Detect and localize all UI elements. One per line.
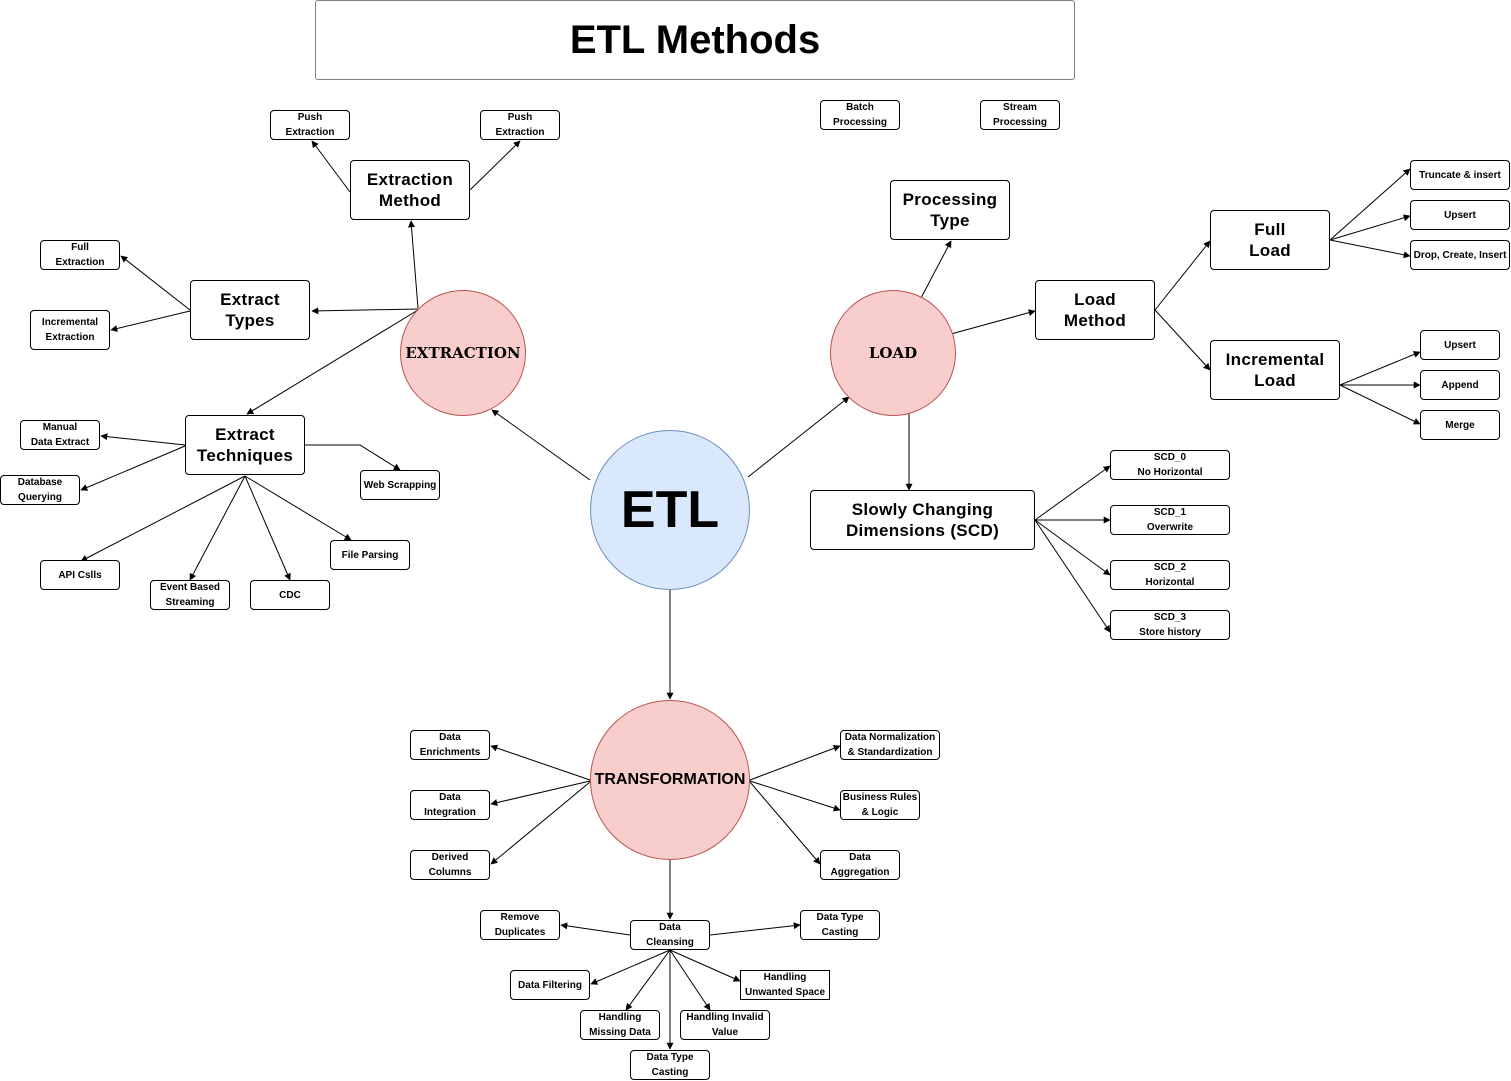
scd-1-node[interactable]: SCD_1 Overwrite xyxy=(1110,505,1230,535)
edge-webscrap xyxy=(305,444,401,471)
batch-processing-node[interactable]: Batch Processing xyxy=(820,100,900,130)
data-normalization-node[interactable]: Data Normalization & Standardization xyxy=(840,730,940,760)
handling-invalid-value-node[interactable]: Handling Invalid Value xyxy=(680,1010,770,1040)
upsert-full-node[interactable]: Upsert xyxy=(1410,200,1510,230)
edge-api xyxy=(80,475,246,562)
edge-extraction-techniques xyxy=(246,309,419,415)
edge-cdc xyxy=(244,475,291,581)
scd-0-node[interactable]: SCD_0 No Horizontal xyxy=(1110,450,1230,480)
edge-truncate xyxy=(1329,168,1411,241)
drop-create-insert-node[interactable]: Drop, Create, Insert xyxy=(1410,240,1510,270)
full-extraction-node[interactable]: Full Extraction xyxy=(40,240,120,270)
transformation-hub-label: TRANSFORMATION xyxy=(594,771,746,788)
handling-unwanted-space-node[interactable]: Handling Unwanted Space xyxy=(740,970,830,1000)
event-based-streaming-node[interactable]: Event Based Streaming xyxy=(150,580,230,610)
extraction-hub-label: EXTRACTION xyxy=(405,344,521,362)
edge-manual xyxy=(100,433,186,446)
merge-node[interactable]: Merge xyxy=(1420,410,1500,440)
handling-missing-data-node[interactable]: Handling Missing Data xyxy=(580,1010,660,1040)
edge-missing xyxy=(625,949,671,1011)
edge-merge xyxy=(1339,384,1421,425)
edge-enrich xyxy=(490,744,591,781)
data-aggregation-node[interactable]: Data Aggregation xyxy=(820,850,900,880)
edge-derived xyxy=(490,781,591,865)
edge-scd0 xyxy=(1034,465,1111,521)
api-calls-node[interactable]: API Cslls xyxy=(40,560,120,590)
edge-incremental-extraction xyxy=(110,310,191,332)
manual-data-extract-node[interactable]: Manual Data Extract xyxy=(20,420,100,450)
edge-upsert-full xyxy=(1329,214,1411,241)
edge-push-1 xyxy=(311,140,351,193)
extraction-method-node[interactable]: Extraction Method xyxy=(350,160,470,220)
edge-business xyxy=(749,780,841,812)
edge-etl-extraction xyxy=(491,409,591,481)
edge-extraction-types xyxy=(311,307,419,315)
append-node[interactable]: Append xyxy=(1420,370,1500,400)
etl-center-node[interactable]: ETL xyxy=(590,430,750,590)
data-integration-node[interactable]: Data Integration xyxy=(410,790,490,820)
data-cleansing-node[interactable]: Data Cleansing xyxy=(630,920,710,950)
edge-full-load xyxy=(1154,240,1211,311)
push-extraction-right-node[interactable]: Push Extraction xyxy=(480,110,560,140)
edge-extraction-method xyxy=(408,220,419,309)
page-title: ETL Methods xyxy=(315,0,1075,80)
cdc-node[interactable]: CDC xyxy=(250,580,330,610)
edge-integ xyxy=(490,780,591,806)
load-method-node[interactable]: Load Method xyxy=(1035,280,1155,340)
edge-processing-type xyxy=(920,240,952,299)
edge-dbquery xyxy=(80,445,186,491)
extract-techniques-node[interactable]: Extract Techniques xyxy=(185,415,305,475)
data-enrichments-node[interactable]: Data Enrichments xyxy=(410,730,490,760)
derived-columns-node[interactable]: Derived Columns xyxy=(410,850,490,880)
edge-scd3 xyxy=(1034,519,1111,633)
stream-processing-node[interactable]: Stream Processing xyxy=(980,100,1060,130)
processing-type-node[interactable]: Processing Type xyxy=(890,180,1010,240)
edge-unwanted xyxy=(669,949,741,982)
upsert-incremental-node[interactable]: Upsert xyxy=(1420,330,1500,360)
etl-center-label: ETL xyxy=(620,481,720,539)
database-querying-node[interactable]: Database Querying xyxy=(0,475,80,505)
edge-eventstream xyxy=(189,475,246,581)
extraction-hub-node[interactable]: EXTRACTION xyxy=(400,290,526,416)
edge-incremental-load xyxy=(1154,309,1211,371)
edge-remove-dup xyxy=(560,922,631,936)
truncate-insert-node[interactable]: Truncate & insert xyxy=(1410,160,1510,190)
web-scrapping-node[interactable]: Web Scrapping xyxy=(360,470,440,500)
full-load-node[interactable]: Full Load xyxy=(1210,210,1330,270)
edge-upsert-inc xyxy=(1339,351,1421,386)
file-parsing-node[interactable]: File Parsing xyxy=(330,540,410,570)
data-type-casting-bottom-node[interactable]: Data Type Casting xyxy=(630,1050,710,1080)
edge-aggregation xyxy=(749,781,821,865)
edge-filtering xyxy=(590,949,671,985)
edge-normal xyxy=(749,744,841,781)
extract-types-node[interactable]: Extract Types xyxy=(190,280,310,340)
load-hub-label: LOAD xyxy=(868,344,918,362)
push-extraction-left-node[interactable]: Push Extraction xyxy=(270,110,350,140)
edge-fileparsing xyxy=(244,475,352,541)
edge-invalid xyxy=(669,949,711,1011)
edge-scd2 xyxy=(1034,519,1111,576)
business-rules-node[interactable]: Business Rules & Logic xyxy=(840,790,920,820)
scd-3-node[interactable]: SCD_3 Store history xyxy=(1110,610,1230,640)
edge-etl-load xyxy=(747,396,850,478)
data-filtering-node[interactable]: Data Filtering xyxy=(510,970,590,1000)
data-type-casting-right-node[interactable]: Data Type Casting xyxy=(800,910,880,940)
scd-2-node[interactable]: SCD_2 Horizontal xyxy=(1110,560,1230,590)
edge-push-2 xyxy=(469,140,521,191)
edge-casting-right xyxy=(709,922,801,936)
incremental-load-node[interactable]: Incremental Load xyxy=(1210,340,1340,400)
edge-full-extraction xyxy=(120,255,191,311)
edge-drop xyxy=(1329,239,1411,259)
edge-load-method xyxy=(950,309,1036,335)
load-hub-node[interactable]: LOAD xyxy=(830,290,956,416)
transformation-hub-node[interactable]: TRANSFORMATION xyxy=(590,700,750,860)
remove-duplicates-node[interactable]: Remove Duplicates xyxy=(480,910,560,940)
incremental-extraction-node[interactable]: Incremental Extraction xyxy=(30,310,110,350)
scd-node[interactable]: Slowly Changing Dimensions (SCD) xyxy=(810,490,1035,550)
